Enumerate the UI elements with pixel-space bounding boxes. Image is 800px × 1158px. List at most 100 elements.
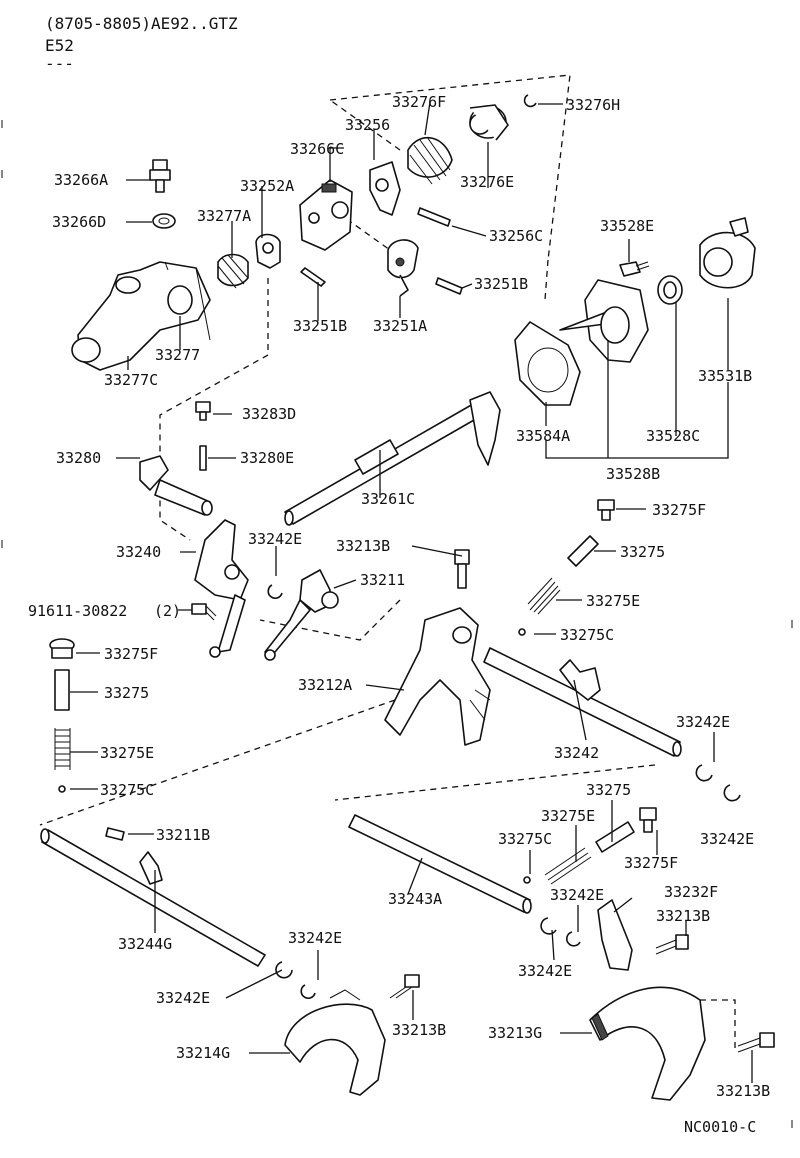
dashed-guide-selector — [159, 278, 269, 541]
part-labels: 33276F 33276H 33256 33266C 33276E 33266A… — [28, 93, 770, 1136]
label-33242E-g: 33242E — [156, 989, 210, 1007]
label-33275F-left: 33275F — [104, 645, 158, 663]
snap-ring-33242E-f — [275, 961, 293, 979]
label-33211B: 33211B — [156, 826, 210, 844]
label-33251A: 33251A — [373, 317, 427, 335]
label-33252A: 33252A — [240, 177, 294, 195]
label-33277A: 33277A — [197, 207, 251, 225]
label-33277C: 33277C — [104, 371, 158, 389]
case-33277C — [71, 261, 211, 371]
label-33275C-left: 33275C — [100, 781, 154, 799]
label-33584A: 33584A — [516, 427, 570, 445]
label-33232F: 33232F — [664, 883, 718, 901]
label-33211: 33211 — [360, 571, 405, 589]
label-33243A: 33243A — [388, 890, 442, 908]
leader-lines — [70, 101, 753, 1083]
label-33528B: 33528B — [606, 465, 660, 483]
label-33276H: 33276H — [566, 96, 620, 114]
plug-33275F-middle — [639, 807, 657, 833]
dashed-guide-lower-mid — [334, 764, 656, 801]
boot-33531B — [699, 217, 756, 289]
snap-ring-33276H — [523, 94, 537, 108]
plug-33266A — [149, 159, 171, 193]
pin-33211B — [105, 827, 125, 841]
label-33244G: 33244G — [118, 935, 172, 953]
pin-33275-middle — [595, 821, 635, 853]
shaft-33243A — [348, 814, 532, 914]
label-33242E-a: 33242E — [248, 530, 302, 548]
margin-ticks — [1, 120, 793, 1128]
pin-33251B — [435, 277, 463, 295]
pin-33275-left — [54, 669, 70, 711]
label-33251B: 33251B — [474, 275, 528, 293]
label-33213G: 33213G — [488, 1024, 542, 1042]
label-33266C: 33266C — [290, 140, 344, 158]
spring-33275E-left — [54, 728, 71, 770]
bolt-33528E — [619, 261, 650, 277]
label-33276E: 33276E — [460, 173, 514, 191]
dashed-guide-lower-left — [39, 699, 396, 826]
label-33242E-e: 33242E — [288, 929, 342, 947]
label-33261C: 33261C — [361, 490, 415, 508]
snap-ring-33242E-d — [540, 917, 557, 935]
shaft-33244G — [40, 828, 266, 967]
gasket-33584A — [514, 321, 581, 406]
label-33283D: 33283D — [242, 405, 296, 423]
label-33266A: 33266A — [54, 171, 108, 189]
bolt-33213B-b — [655, 934, 689, 955]
label-33275E-middle: 33275E — [541, 807, 595, 825]
snap-ring-33242E-g — [300, 984, 316, 999]
label-33240: 33240 — [116, 543, 161, 561]
label-33275F-middle: 33275F — [624, 854, 678, 872]
footer-code: NC0010-C — [684, 1118, 756, 1136]
label-33213B-d: 33213B — [716, 1082, 770, 1100]
plug-33275F-right — [597, 499, 615, 521]
header-dashes: --- — [45, 54, 74, 73]
shaft-33242 — [483, 647, 682, 757]
snap-ring-33242E-e — [566, 931, 581, 947]
ball-33275C-right — [518, 628, 526, 636]
housing-33266C — [299, 179, 353, 251]
label-33213B-c: 33213B — [392, 1021, 446, 1039]
spring-33275E-middle — [544, 847, 592, 885]
fork-33214G — [284, 989, 386, 1096]
header-code: E52 — [45, 36, 74, 55]
label-33242E-d: 33242E — [550, 886, 604, 904]
label-33266D: 33266D — [52, 213, 106, 231]
bolt-91611-30822 — [191, 603, 217, 621]
label-33251B-lower: 33251B — [293, 317, 347, 335]
bushing-33276E — [469, 104, 509, 141]
ball-33275C-middle — [523, 876, 531, 884]
snap-ring-33242E-c — [723, 784, 741, 802]
dashed-outline-upper — [329, 74, 571, 301]
pin-33251B-lower — [300, 267, 326, 287]
shift-head-33211 — [264, 569, 339, 661]
selector-33280 — [139, 455, 213, 516]
bolt-33213B-d — [737, 1032, 775, 1053]
snap-ring-33242E-b — [695, 764, 713, 782]
label-33242: 33242 — [554, 744, 599, 762]
label-33280: 33280 — [56, 449, 101, 467]
fork-33213G — [589, 986, 706, 1101]
pin-33275-right — [567, 535, 599, 567]
label-33277: 33277 — [155, 346, 200, 364]
label-91611-30822: 91611-30822 — [28, 602, 127, 620]
label-33531B: 33531B — [698, 367, 752, 385]
label-33213B-b: 33213B — [656, 907, 710, 925]
label-33280E: 33280E — [240, 449, 294, 467]
label-33256C: 33256C — [489, 227, 543, 245]
label-33212A: 33212A — [298, 676, 352, 694]
bolt-33213B-a — [454, 549, 470, 589]
shaft-33261C — [284, 391, 501, 526]
label-33275E-right: 33275E — [586, 592, 640, 610]
label-33213B-a: 33213B — [336, 537, 390, 555]
pin-33256C — [417, 207, 451, 227]
plug-33275F-left — [49, 638, 75, 659]
label-33214G: 33214G — [176, 1044, 230, 1062]
spring-33277A — [217, 253, 249, 289]
bolt-33283D — [195, 401, 211, 421]
label-33275E-left: 33275E — [100, 744, 154, 762]
label-33528E: 33528E — [600, 217, 654, 235]
